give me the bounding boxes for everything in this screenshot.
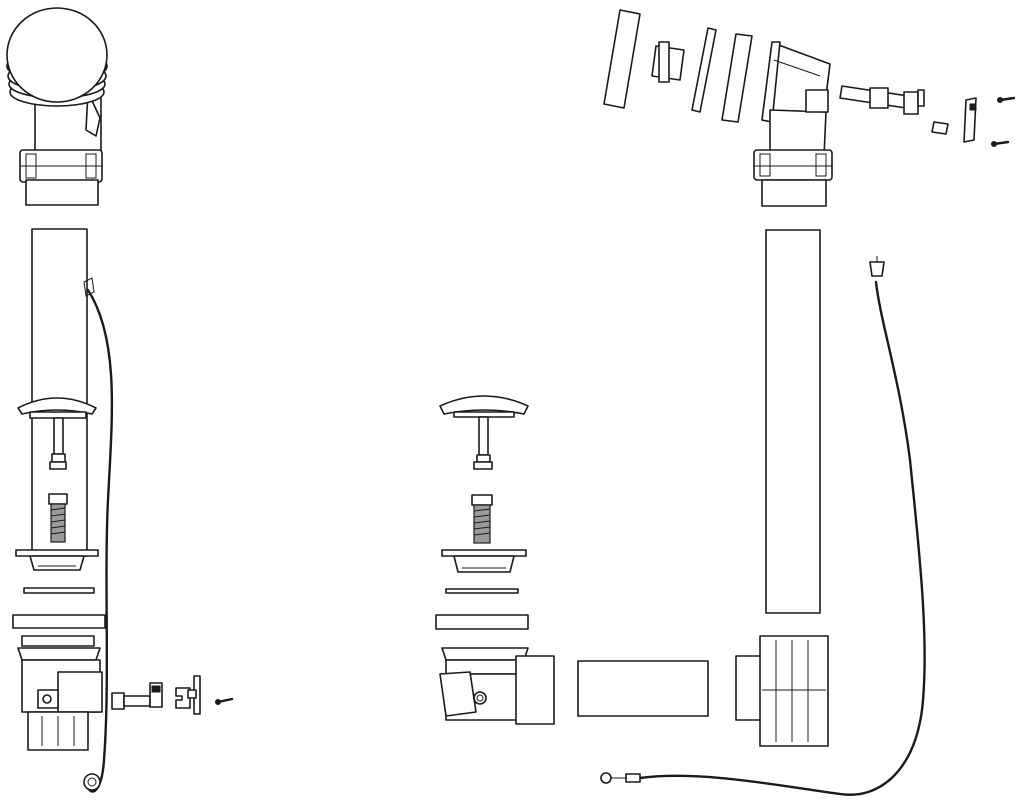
popup-plug-right	[439, 395, 529, 470]
waste-flange-right	[441, 549, 527, 573]
waste-flange-left	[15, 549, 99, 571]
overflow-tube-right	[765, 229, 821, 614]
handle-spindle-left	[111, 682, 163, 710]
washer-left-thin	[23, 587, 95, 594]
screw-left	[215, 697, 234, 705]
spindle-right	[839, 85, 949, 135]
waste-pipe-right	[577, 660, 709, 717]
control-cable-right	[600, 256, 926, 796]
trap-connector-right	[735, 635, 829, 747]
screws-right	[991, 96, 1016, 147]
washer-right-thick	[435, 614, 529, 630]
overflow-cover-plate	[603, 9, 641, 109]
overflow-parts-exploded	[603, 9, 753, 123]
popup-plug-left	[17, 397, 97, 470]
backplate-right	[963, 97, 977, 143]
waste-body-left	[17, 635, 103, 751]
control-cable-left	[83, 277, 114, 793]
threaded-bolt-left	[48, 493, 68, 543]
left-assembly	[6, 7, 234, 793]
overflow-gasket-thin	[691, 27, 717, 113]
right-assembly	[435, 9, 1016, 796]
union-nut-left-top	[19, 149, 103, 206]
overflow-elbow-right	[761, 41, 831, 157]
overflow-gasket-thick	[721, 33, 753, 123]
washer-left-thick	[12, 614, 106, 629]
union-nut-right-top	[753, 149, 833, 207]
threaded-bolt-right	[471, 494, 493, 544]
backplate-left	[187, 675, 201, 715]
overflow-cap-assembled	[6, 7, 108, 159]
washer-right-thin	[445, 588, 519, 594]
waste-body-right	[439, 647, 555, 725]
